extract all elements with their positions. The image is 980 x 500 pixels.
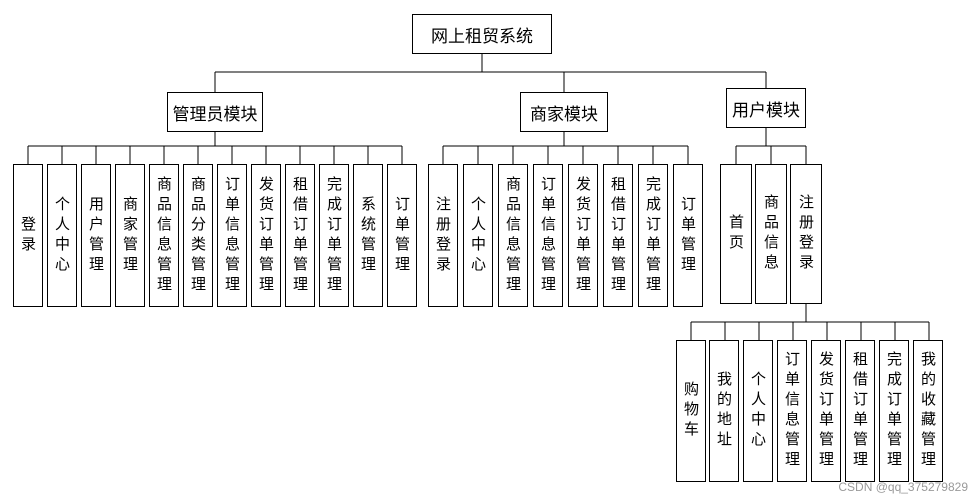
admin-item-product-category-mgmt: 商品分类管理 xyxy=(183,164,213,307)
module-label: 管理员模块 xyxy=(172,104,258,125)
merchant-item-register-login: 注册登录 xyxy=(428,164,458,307)
admin-item-order-mgmt: 订单管理 xyxy=(387,164,417,307)
user-sub-item-shipping-order-mgmt: 发货订单管理 xyxy=(811,340,841,482)
root-label: 网上租贸系统 xyxy=(431,26,533,47)
merchant-item-product-info-mgmt: 商品信息管理 xyxy=(498,164,528,307)
merchant-item-order-mgmt: 订单管理 xyxy=(673,164,703,307)
user-sub-item-cart: 购物车 xyxy=(676,340,706,482)
admin-item-product-info-mgmt: 商品信息管理 xyxy=(149,164,179,307)
user-sub-item-order-info-mgmt: 订单信息管理 xyxy=(777,340,807,482)
merchant-item-completed-order-mgmt: 完成订单管理 xyxy=(638,164,668,307)
merchant-item-order-info-mgmt: 订单信息管理 xyxy=(533,164,563,307)
admin-item-order-info-mgmt: 订单信息管理 xyxy=(217,164,247,307)
module-admin: 管理员模块 xyxy=(167,92,263,132)
admin-item-user-mgmt: 用户管理 xyxy=(81,164,111,307)
merchant-item-personal-center: 个人中心 xyxy=(463,164,493,307)
module-user: 用户模块 xyxy=(726,88,806,128)
user-item-product-info: 商品信息 xyxy=(755,164,787,304)
module-merchant: 商家模块 xyxy=(520,92,608,132)
root-node: 网上租贸系统 xyxy=(412,14,552,54)
admin-item-shipping-order-mgmt: 发货订单管理 xyxy=(251,164,281,307)
admin-item-login: 登录 xyxy=(13,164,43,307)
watermark: CSDN @qq_375279829 xyxy=(838,480,968,494)
user-item-home: 首页 xyxy=(720,164,752,304)
user-sub-item-my-favorites-mgmt: 我的收藏管理 xyxy=(913,340,943,482)
module-label: 商家模块 xyxy=(530,104,598,125)
admin-item-system-mgmt: 系统管理 xyxy=(353,164,383,307)
admin-item-rental-order-mgmt: 租借订单管理 xyxy=(285,164,315,307)
user-item-register-login: 注册登录 xyxy=(790,164,822,304)
user-sub-item-my-address: 我的地址 xyxy=(709,340,739,482)
user-sub-item-personal-center: 个人中心 xyxy=(743,340,773,482)
merchant-item-rental-order-mgmt: 租借订单管理 xyxy=(603,164,633,307)
admin-item-merchant-mgmt: 商家管理 xyxy=(115,164,145,307)
user-sub-item-completed-order-mgmt: 完成订单管理 xyxy=(879,340,909,482)
user-sub-item-rental-order-mgmt: 租借订单管理 xyxy=(845,340,875,482)
merchant-item-shipping-order-mgmt: 发货订单管理 xyxy=(568,164,598,307)
module-label: 用户模块 xyxy=(732,100,800,121)
admin-item-personal-center: 个人中心 xyxy=(47,164,77,307)
admin-item-completed-order-mgmt: 完成订单管理 xyxy=(319,164,349,307)
